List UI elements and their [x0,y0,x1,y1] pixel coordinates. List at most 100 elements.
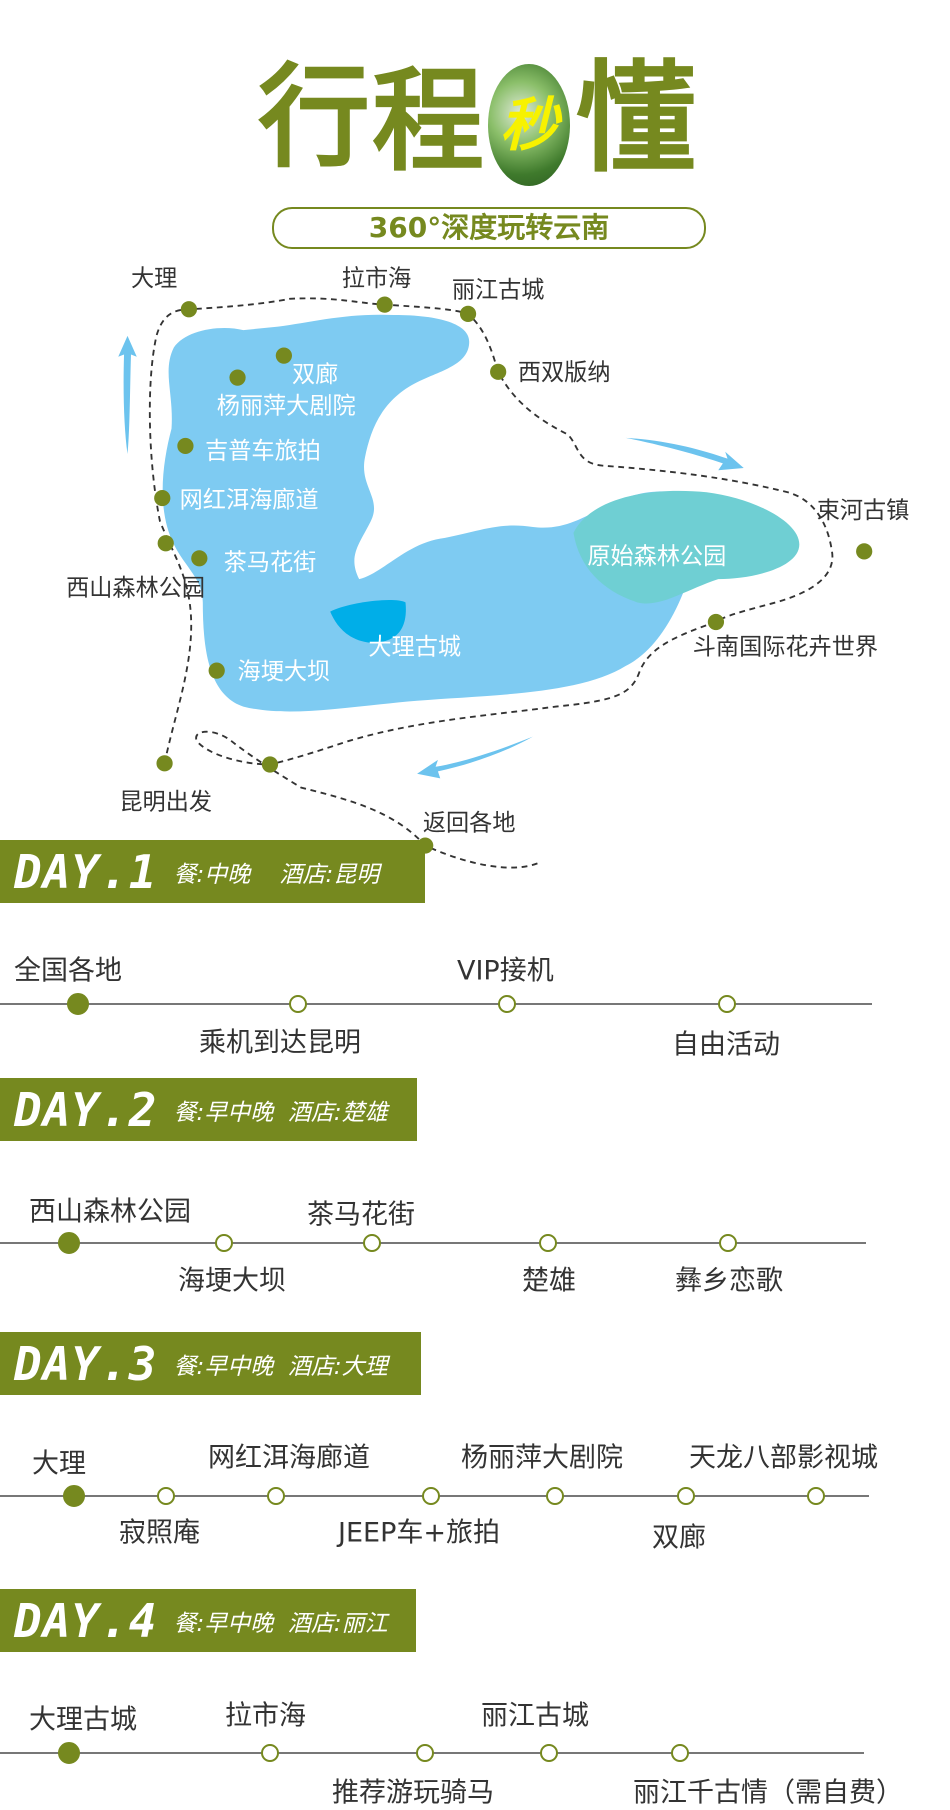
map-dot-haigeng [208,662,225,679]
map-dot-jeep [177,437,194,455]
logo-char-4: 懂 [576,50,696,189]
map-label-jeep: 吉普车旅拍 [205,439,321,465]
old-town-area [330,599,406,643]
map-label-xishuangbanna: 西双版纳 [518,360,611,386]
map-dot-lijiang [459,305,477,323]
arrow-right-icon [625,437,744,471]
map-dot-chama [191,550,208,567]
timeline-dot [546,1487,564,1505]
logo-photo-circle: 秒 [488,64,570,186]
timeline-stop: 大理古城 [29,1704,137,1736]
day-3-header: DAY.3 餐:早中晚 酒店:大理 [0,1332,421,1395]
map-label-dali: 大理 [131,266,177,292]
timeline-stop: JEEP车+旅拍 [338,1517,500,1549]
arrow-up-icon [118,335,137,455]
timeline-dot [539,1234,557,1252]
map-label-return: 返回各地 [423,811,516,837]
map-label-haigeng: 海埂大坝 [238,659,331,685]
map-label-shuhe: 束河古镇 [817,498,910,524]
map-label-dounan: 斗南国际花卉世界 [693,634,878,660]
map-dot-kunming [156,755,173,772]
day-2-timeline [0,1242,866,1244]
timeline-stop: 双廊 [652,1522,706,1554]
timeline-dot [671,1744,689,1762]
map-dot-shuhe [856,543,873,560]
timeline-dot [422,1487,440,1505]
timeline-stop: 西山森林公园 [29,1196,191,1228]
day-1-header: DAY.1 餐:中晚 酒店:昆明 [0,840,425,903]
timeline-dot [719,1234,737,1252]
map-dot-xishuangbanna [490,363,507,380]
timeline-dot-start [67,993,89,1015]
day-1-timeline [0,1003,872,1005]
timeline-dot [363,1234,381,1252]
map-label-kunming: 昆明出发 [119,790,212,816]
timeline-stop: 全国各地 [14,955,122,987]
day-meals-hotel: 餐:早中晚 酒店:丽江 [173,1610,388,1637]
timeline-dot [215,1234,233,1252]
map-label-xishan: 西山森林公园 [66,575,205,601]
map-label-shuanglang: 双廊 [292,362,338,388]
lake-area [162,314,753,712]
timeline-stop: 海埂大坝 [178,1265,286,1297]
timeline-stop: 丽江古城 [481,1700,589,1732]
timeline-stop: 大理 [32,1448,86,1480]
map-label-yangliping: 杨丽萍大剧院 [217,394,356,420]
day-meals-hotel: 餐:早中晚 酒店:大理 [173,1353,388,1380]
map-dot-route [261,756,279,773]
day-number: DAY.3 [14,1336,158,1391]
timeline-dot [540,1744,558,1762]
timeline-stop: 茶马花街 [307,1199,415,1231]
timeline-stop: 推荐游玩骑马 [332,1777,494,1809]
day-meals-hotel: 餐:中晚 酒店:昆明 [173,861,380,888]
map-dot-erhai [154,489,171,507]
map-label-chama: 茶马花街 [224,550,317,576]
map-label-dali-old-town: 大理古城 [368,634,461,660]
map-dot-lashihai [376,296,393,313]
day-number: DAY.1 [14,844,158,899]
day-number: DAY.2 [14,1082,158,1137]
map-dot-dali [180,301,198,318]
map-label-erhai: 网红洱海廊道 [180,487,319,513]
map-label-lijiang: 丽江古城 [452,278,545,304]
timeline-dot [157,1487,175,1505]
timeline-dot [267,1487,285,1505]
timeline-stop: 丽江千古情（需自费） [633,1777,903,1809]
day-2-header: DAY.2 餐:早中晚 酒店:楚雄 [0,1078,417,1141]
timeline-stop: 天龙八部影视城 [689,1442,878,1474]
route-map: 大理 拉市海 丽江古城 西双版纳 双廊 杨丽萍大剧院 吉普车旅拍 网红洱海廊道 … [66,266,910,869]
timeline-stop: 自由活动 [672,1029,780,1061]
timeline-stop: 杨丽萍大剧院 [461,1442,623,1474]
timeline-dot-start [63,1485,85,1507]
timeline-stop: 楚雄 [522,1265,576,1297]
timeline-stop: 网红洱海廊道 [208,1442,370,1474]
timeline-dot-start [58,1232,80,1254]
forest-area [573,490,800,604]
route-dashed-line [148,297,834,869]
day-meals-hotel: 餐:早中晚 酒店:楚雄 [173,1099,388,1126]
timeline-dot [807,1487,825,1505]
timeline-dot [261,1744,279,1762]
timeline-stop: 彝乡恋歌 [675,1265,783,1297]
logo-char-3: 秒 [499,91,558,159]
map-label-lashihai: 拉市海 [342,266,411,292]
map-dot-shuanglang [275,347,292,364]
subtitle-ribbon: 360°深度玩转云南 [272,207,706,249]
map-dot-dounan [707,613,725,631]
timeline-dot [498,995,516,1013]
timeline-stop: 拉市海 [225,1700,306,1732]
timeline-dot [677,1487,695,1505]
map-dot-yangliping [229,369,246,386]
timeline-stop: 寂照庵 [119,1517,200,1549]
timeline-stop: VIP接机 [457,955,554,987]
day-4-header: DAY.4 餐:早中晚 酒店:丽江 [0,1589,416,1652]
map-dot-xishan [157,535,174,552]
day-number: DAY.4 [14,1593,158,1648]
logo-char-2: 程 [372,57,484,187]
timeline-dot [416,1744,434,1762]
arrow-left-icon [417,736,533,779]
timeline-dot [718,995,736,1013]
timeline-stop: 乘机到达昆明 [199,1027,361,1059]
timeline-dot-start [58,1742,80,1764]
map-label-forest: 原始森林公园 [587,544,726,570]
